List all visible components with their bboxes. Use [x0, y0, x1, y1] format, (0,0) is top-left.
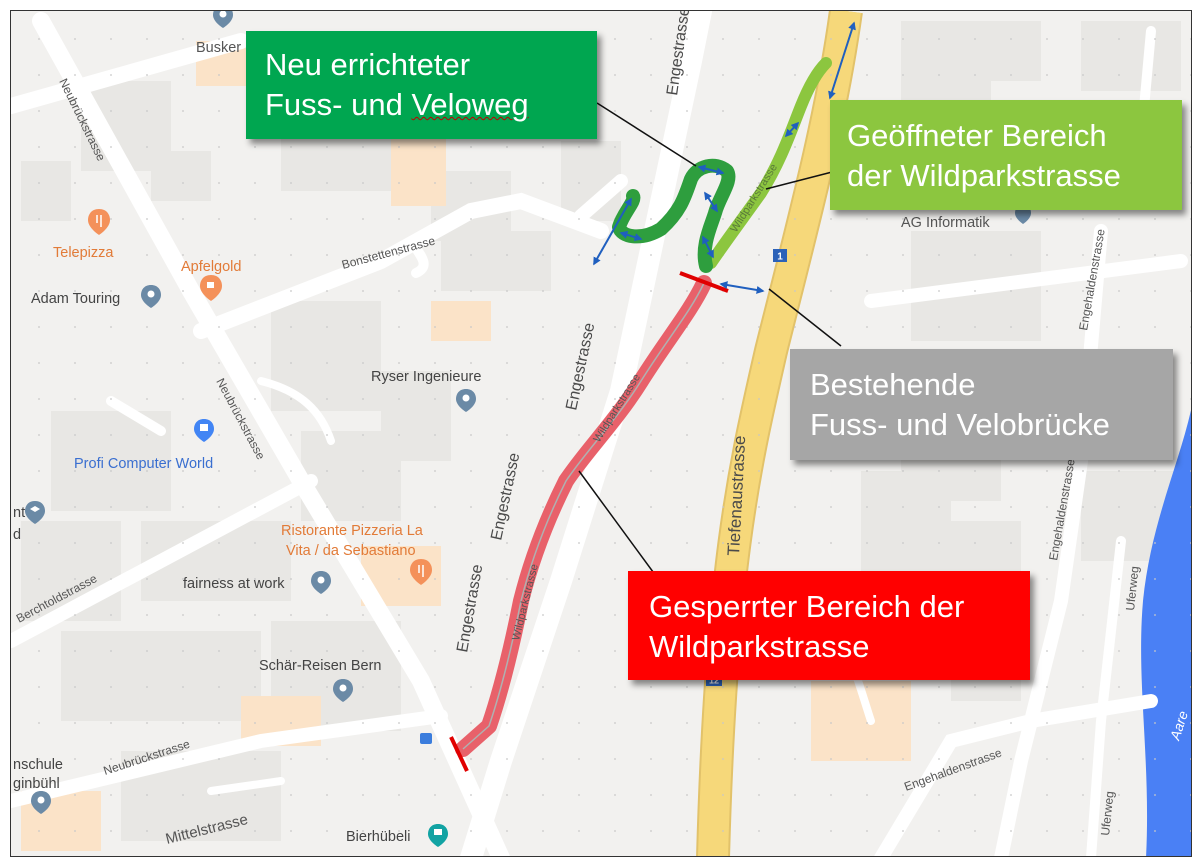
callout-closed-area-line1: Gesperrter Bereich der — [649, 589, 965, 624]
poi-labels: Busker Telepizza Apfelgold Adam Touring … — [13, 40, 990, 845]
callout-new-path: Neu errichteter Fuss- und Veloweg — [246, 31, 597, 139]
open-route-wildparkstrasse[interactable] — [705, 57, 832, 269]
place-pin-icon-ryser — [456, 389, 476, 412]
route-badge-12-label: 12 — [709, 676, 719, 686]
place-pin-icon-adam-touring — [141, 285, 161, 308]
route-badge-1 — [773, 249, 787, 262]
callout-closed-area-line2: Wildparkstrasse — [649, 629, 870, 664]
poi-label-ristorante-line2: Vita / da Sebastiano — [286, 543, 416, 559]
callout-existing-bridge: Bestehende Fuss- und Velobrücke — [790, 349, 1173, 460]
direction-arrows — [593, 21, 856, 294]
street-label-uferweg-top: Uferweg — [1123, 565, 1142, 611]
restaurant-pin-icon — [88, 209, 110, 235]
poi-label-schule-line1: nschule — [13, 757, 63, 773]
poi-label-ristorante-line1: Ristorante Pizzeria La — [281, 523, 424, 539]
poi-label-schaer: Schär-Reisen Bern — [259, 658, 382, 674]
poi-label-busker: Busker — [196, 40, 241, 56]
callout-new-path-line1: Neu errichteter — [265, 47, 471, 82]
place-pin-icon-schule — [31, 791, 51, 814]
poi-label-profi: Profi Computer World — [74, 456, 213, 472]
shop-pin-icon — [194, 419, 214, 442]
callout-open-area: Geöffneter Bereich der Wildparkstrasse — [830, 100, 1182, 210]
poi-label-adam-touring: Adam Touring — [31, 291, 120, 307]
route-badge-1-label: 1 — [777, 252, 783, 263]
place-pin-icon-busker — [213, 11, 233, 28]
poi-label-partial-1: nt — [13, 505, 25, 521]
callout-new-path-line2: Fuss- und Veloweg — [265, 87, 529, 122]
street-label-uferweg-bottom: Uferweg — [1098, 790, 1117, 836]
cafe-pin-icon — [200, 275, 222, 301]
place-pin-icon-fairness — [311, 571, 331, 594]
place-pin-icon-schaer — [333, 679, 353, 702]
poi-label-partial-2: d — [13, 527, 21, 543]
callout-closed-area: Gesperrter Bereich der Wildparkstrasse — [628, 571, 1030, 680]
poi-label-fairness: fairness at work — [183, 576, 285, 592]
closed-route-centerline — [462, 282, 705, 750]
callout-existing-bridge-line1: Bestehende — [810, 367, 976, 402]
poi-label-telepizza: Telepizza — [53, 245, 114, 261]
callout-existing-bridge-line2: Fuss- und Velobrücke — [810, 407, 1110, 442]
school-pin-icon — [25, 501, 45, 524]
callout-new-path-veloweg: Veloweg — [411, 87, 529, 122]
bus-stop-icon — [420, 733, 432, 744]
poi-label-schule-line2: ginbühl — [13, 776, 60, 792]
poi-label-ag-informatik: AG Informatik — [901, 215, 990, 231]
callout-open-area-line2: der Wildparkstrasse — [847, 158, 1121, 193]
callout-open-area-line1: Geöffneter Bereich — [847, 118, 1107, 153]
poi-label-bierhuebeli: Bierhübeli — [346, 829, 411, 845]
poi-label-ryser: Ryser Ingenieure — [371, 369, 481, 385]
poi-label-apfelgold: Apfelgold — [181, 259, 241, 275]
closure-bar-bottom — [449, 736, 469, 772]
bar-pin-icon-bierhuebeli — [428, 824, 448, 847]
restaurant-pin-icon-ristorante — [410, 559, 432, 585]
poi-icons — [25, 11, 1031, 847]
leader-lines — [578, 102, 842, 577]
